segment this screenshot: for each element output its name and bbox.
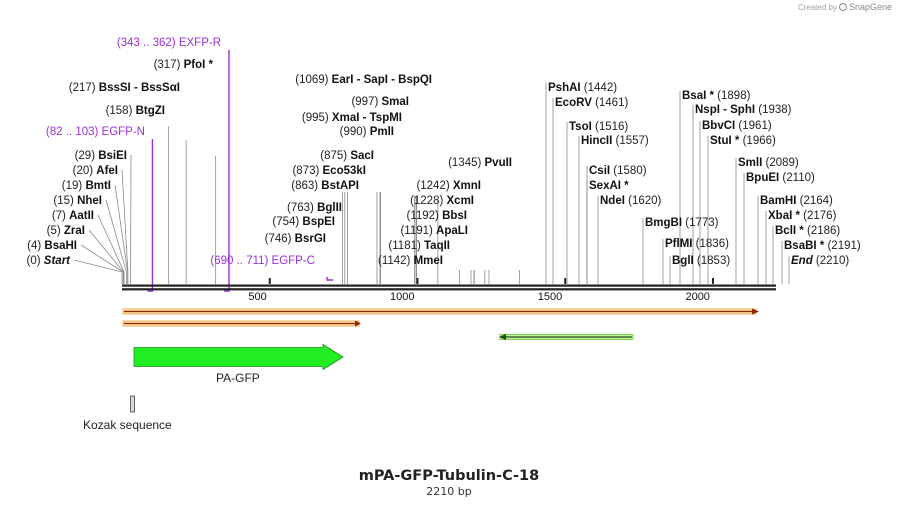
site-label[interactable]: (995) XmaI - TspMI (302, 112, 402, 124)
site-label[interactable]: (763) BglII (287, 202, 342, 214)
site-label[interactable]: (1142) MmeI (378, 255, 443, 267)
site-label[interactable]: (317) PfoI * (154, 59, 214, 71)
credit-prefix: Created by (797, 2, 837, 12)
site-label[interactable]: (873) Eco53kI (292, 165, 366, 177)
site-label[interactable]: BglI (1853) (672, 255, 730, 267)
site-label[interactable]: XbaI * (2176) (768, 210, 837, 222)
ruler-ticks: 500 1000 1500 2000 (248, 278, 714, 303)
site-label[interactable]: (1345) PvuII (448, 157, 512, 169)
primer-label[interactable]: (690 .. 711) EGFP-C (210, 255, 315, 267)
site-label[interactable]: EcoRV (1461) (555, 97, 628, 109)
site-label[interactable]: (19) BmtI (62, 180, 111, 192)
site-label[interactable]: (1181) TaqII (388, 240, 450, 252)
site-label[interactable]: SmlI (2089) (738, 157, 799, 169)
site-leader-line (97, 214, 125, 284)
primer-label[interactable]: (82 .. 103) EGFP-N (46, 126, 145, 138)
site-label[interactable]: (875) SacI (320, 150, 374, 162)
ruler-tick-label: 1000 (390, 291, 414, 303)
site-label[interactable]: (4) BsaHI (27, 240, 77, 252)
site-label[interactable]: SexAI * (589, 180, 629, 192)
site-label[interactable]: (1191) ApaLI (400, 225, 468, 237)
orf-forward-short[interactable] (122, 320, 361, 327)
site-label[interactable]: CsiI (1580) (589, 165, 647, 177)
site-label[interactable]: (990) PmlI (340, 126, 394, 138)
site-leader-line (73, 259, 123, 284)
site-leader-line (105, 199, 127, 284)
primer-mark (147, 139, 154, 292)
snapgene-logo-icon (838, 3, 847, 11)
backbone-top-strand (122, 284, 776, 287)
kozak-feature[interactable] (130, 395, 135, 413)
site-label[interactable]: (7) AatII (52, 210, 94, 222)
pa-gfp-label: PA-GFP (216, 371, 260, 385)
site-label[interactable]: BamHI (2164) (760, 195, 833, 207)
site-label[interactable]: StuI * (1966) (710, 135, 776, 147)
site-label[interactable]: (15) NheI (53, 195, 102, 207)
site-label[interactable]: BpuEI (2110) (746, 172, 815, 184)
credit-brand: SnapGene (848, 2, 892, 12)
ruler-tick-label: 1500 (538, 291, 562, 303)
site-label[interactable]: PflMI (1836) (665, 238, 729, 250)
site-label[interactable]: NdeI (1620) (600, 195, 662, 207)
site-label[interactable]: (754) BspEI (272, 216, 335, 228)
site-label[interactable]: BbvCI (1961) (702, 120, 772, 132)
site-label[interactable]: TsoI (1516) (569, 121, 628, 133)
site-label[interactable]: (746) BsrGI (265, 233, 326, 245)
site-leader-line (88, 229, 124, 284)
kozak-label: Kozak sequence (83, 418, 172, 432)
site-label[interactable]: (217) BssSI - BssSαI (69, 82, 180, 94)
site-label[interactable]: BsaBI * (2191) (784, 240, 861, 252)
ruler-tick-label: 500 (248, 291, 266, 303)
site-label[interactable]: (5) ZraI (47, 225, 85, 237)
primer-marks (147, 50, 334, 292)
site-label[interactable]: (20) AfeI (73, 165, 118, 177)
site-label[interactable]: (1069) EarI - SapI - BspQI (295, 74, 432, 86)
site-label[interactable]: (997) SmaI (351, 96, 409, 108)
site-label[interactable]: PshAI (1442) (548, 82, 617, 94)
pa-gfp-feature[interactable] (133, 343, 344, 371)
site-leader-lines (73, 83, 790, 284)
site-label[interactable]: (0) Start (27, 255, 72, 267)
site-label[interactable]: BmgBI (1773) (645, 217, 719, 229)
backbone-bottom-strand (122, 288, 776, 291)
site-label[interactable]: HincII (1557) (581, 135, 649, 147)
site-leader-line (121, 169, 129, 284)
plasmid-name: mPA-GFP-Tubulin-C-18 (358, 468, 540, 484)
site-label[interactable]: (1242) XmnI (416, 180, 481, 192)
site-label[interactable]: (29) BsiEI (75, 150, 127, 162)
site-label[interactable]: (863) BstAPI (291, 180, 359, 192)
primer-mark (326, 277, 334, 281)
site-labels: (0) Start (4) BsaHI (5) ZraI (7) AatII (15) … (27, 37, 861, 267)
site-label[interactable]: End (2210) (791, 255, 849, 267)
snapgene-credit: Created by SnapGene (798, 2, 892, 12)
site-label[interactable]: BclI * (2186) (775, 225, 840, 237)
primer-label[interactable]: (343 .. 362) EXFP-R (117, 37, 221, 49)
orf-reverse[interactable] (499, 334, 634, 340)
site-label[interactable]: (1192) BbsI (406, 210, 467, 222)
ruler-tick-label: 2000 (685, 291, 709, 303)
site-label[interactable]: (1228) XcmI (410, 195, 474, 207)
site-label[interactable]: NspI - SphI (1938) (695, 104, 792, 116)
primer-mark (223, 50, 230, 292)
orf-forward-full[interactable] (122, 308, 759, 315)
plasmid-length: 2210 bp (426, 485, 472, 498)
site-label[interactable]: BsaI * (1898) (682, 90, 751, 102)
site-label[interactable]: (158) BtgZI (106, 105, 165, 117)
